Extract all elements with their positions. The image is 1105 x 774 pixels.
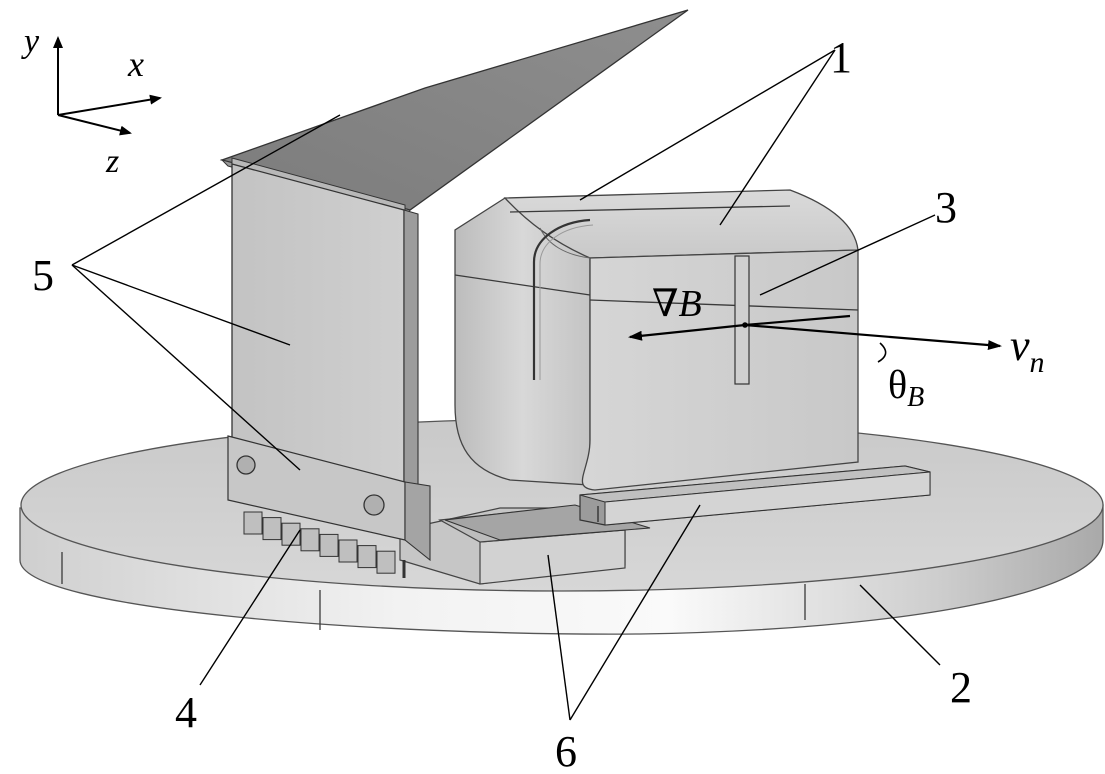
detector-cell [376,550,396,574]
probe-strip [734,255,750,385]
callout-6: 6 [555,727,577,774]
grad-b-arrow [628,323,746,341]
detector-cell [262,517,282,541]
z-axis-arrow [57,114,132,136]
leader-5a [71,114,341,266]
callout-labels: 1 2 3 4 5 6 [32,33,972,774]
leader-6b [569,504,701,721]
leader-6a [547,554,571,721]
detector-cell [300,528,320,552]
collector-panel [219,9,689,578]
vector-labels: ∇B θB vn [652,283,1045,413]
detector-cell [319,533,339,557]
grad-b-label: ∇B [652,283,702,325]
leader-2 [859,584,941,666]
leader-lines [71,49,941,721]
grad-b-direction-line [744,314,851,327]
callout-5: 5 [32,251,54,300]
callout-3: 3 [935,183,957,232]
leader-5c [71,264,301,471]
leader-1a [579,49,836,201]
coordinate-axes: y x z [21,23,162,180]
rail [444,465,931,541]
leader-5b [71,264,291,346]
x-axis-arrow [57,94,162,116]
detector-cell [243,511,263,535]
z-axis-label: z [105,143,119,180]
detector-cell [338,539,358,563]
y-axis-label: y [21,23,40,60]
callout-4: 4 [175,688,197,737]
theta-b-label: θB [888,362,924,413]
callout-2: 2 [950,663,972,712]
callout-1: 1 [830,33,852,82]
velocity-label: vn [1010,321,1045,379]
vectors [628,314,1002,363]
theta-arc [877,342,887,363]
leader-1b [719,49,836,226]
magnet-box [454,189,859,491]
detector-cell [357,545,377,569]
leader-4 [199,529,301,686]
detector-array [243,511,396,574]
leader-3 [759,214,936,296]
origin-point [742,322,748,328]
x-axis-label: x [127,44,144,84]
velocity-arrow [744,323,1002,350]
